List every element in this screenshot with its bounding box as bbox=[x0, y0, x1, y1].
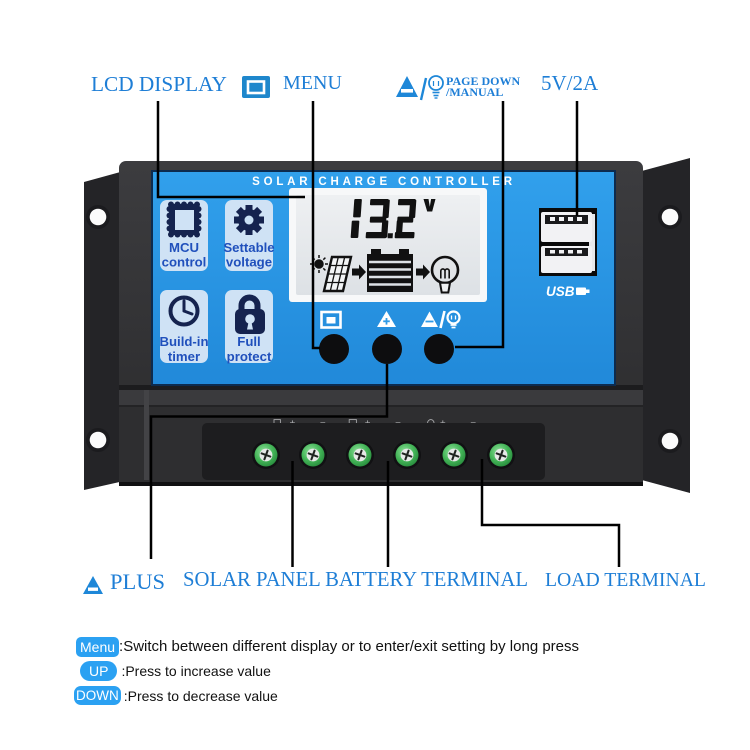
svg-text:timer: timer bbox=[168, 349, 200, 364]
svg-text:SOLAR CHARGE CONTROLLER: SOLAR CHARGE CONTROLLER bbox=[252, 176, 516, 188]
svg-text:Build-in: Build-in bbox=[159, 334, 208, 349]
svg-text:control: control bbox=[162, 255, 207, 270]
svg-text:USB: USB bbox=[546, 284, 575, 299]
svg-text:Full: Full bbox=[237, 334, 260, 349]
svg-text:voltage: voltage bbox=[226, 255, 272, 270]
svg-text:protect: protect bbox=[227, 349, 272, 364]
svg-text:Settable: Settable bbox=[223, 240, 274, 255]
svg-text:MCU: MCU bbox=[169, 240, 199, 255]
